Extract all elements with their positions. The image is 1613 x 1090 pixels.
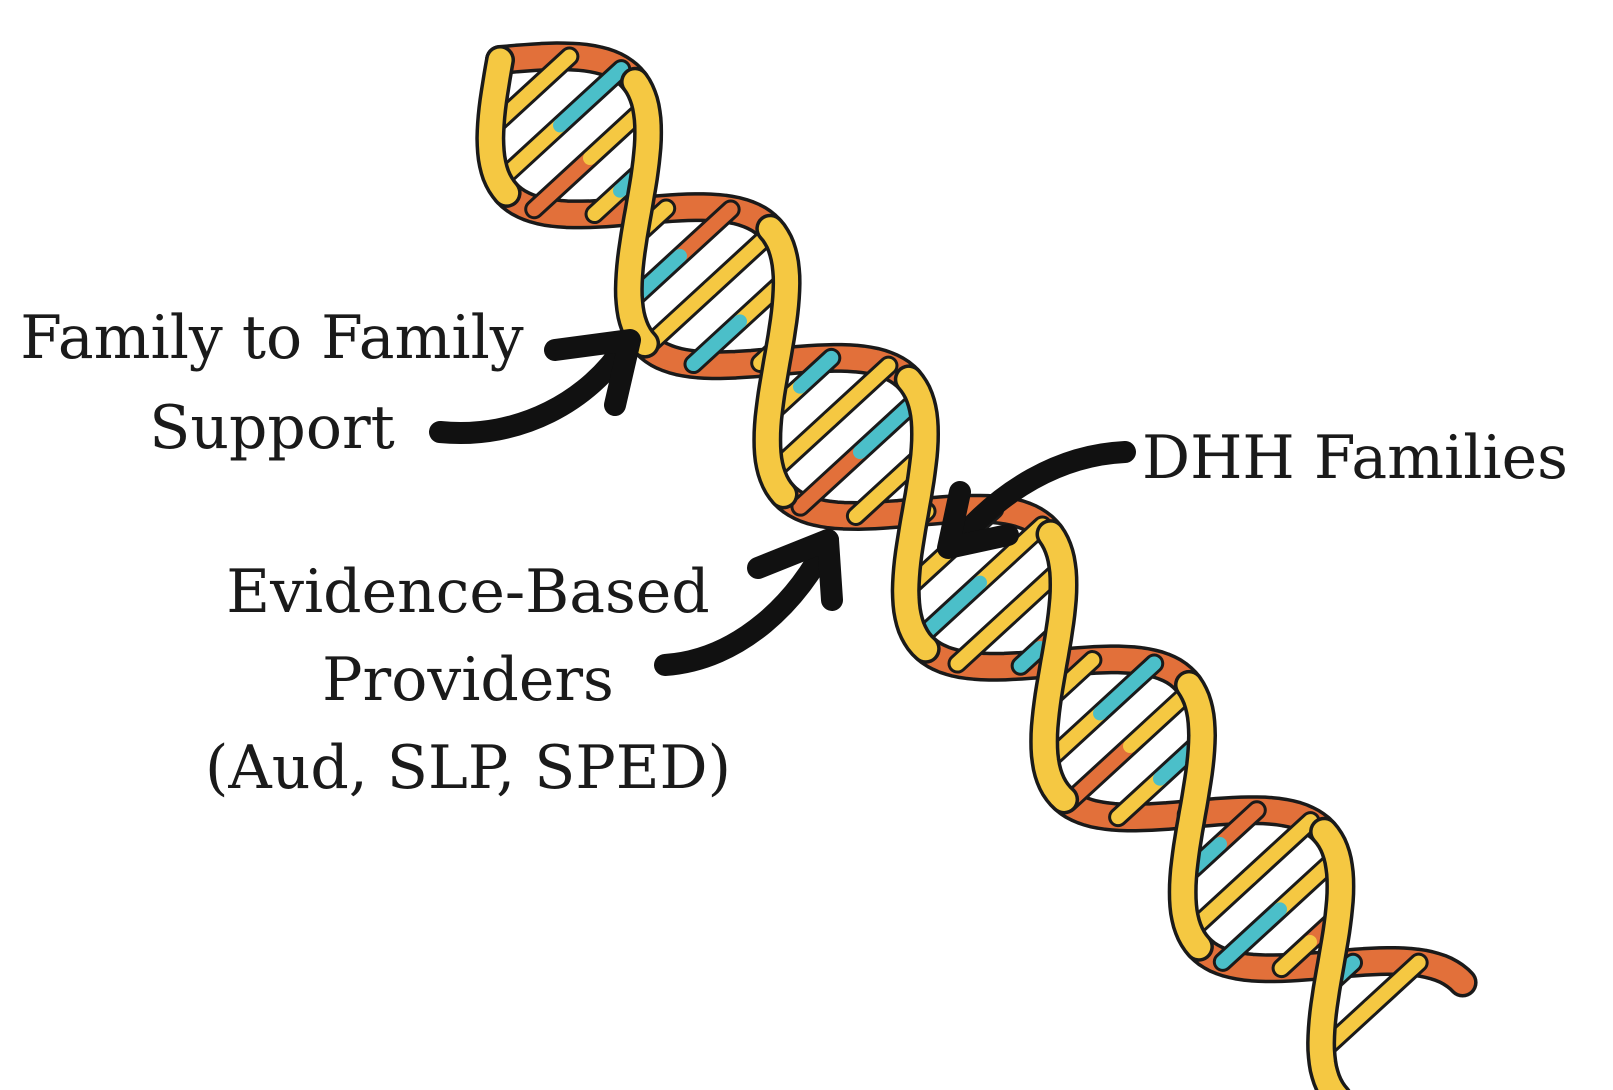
providers-line-2: Providers [322,645,614,715]
base-pair-half [793,445,867,514]
helix-strand [1032,522,1076,811]
arrow-families [937,441,1136,559]
helix-strand [1171,673,1214,959]
family-support-line-2: Support [149,393,395,463]
base-pair-half [950,608,1017,671]
dna-double-helix-icon [475,41,1478,1090]
base-pair-half [1363,955,1426,1015]
base-pair-half [973,518,1050,590]
base-pair-half [1111,771,1167,825]
family-support-line-1: Family to Family [20,303,524,373]
arrow-providers [654,529,843,676]
base-pair-half [1215,902,1287,969]
helix-strand [617,70,660,356]
base-pair-half [1274,935,1317,976]
arrow-head [747,529,843,611]
base-pair-half [673,202,738,263]
curved-arrow-icon [429,334,636,444]
base-pair-half [1093,656,1162,721]
base-pair-half [1061,739,1137,810]
dhh-families-label: DHH Families [1142,423,1568,493]
providers-line-1: Evidence-Based [226,557,710,627]
family-support-label: Family to Family Support [20,308,523,458]
base-pair-half [848,477,897,523]
base-pair-half [823,358,896,427]
helix-strand [478,48,519,205]
base-pair-half [523,49,577,100]
helix-strand [894,367,938,661]
base-pair-half [793,350,839,394]
helix-strand [1309,820,1352,1090]
arrows-layer [429,329,1136,676]
base-pair-half [527,151,597,217]
curved-arrow-icon [654,529,839,676]
base-pair-half [686,314,747,372]
base-pair-half [1213,803,1264,851]
base-pair-half [1063,653,1100,688]
arrow-head [937,481,1019,559]
arrow-family-support [429,329,641,444]
providers-label: Evidence-Based Providers (Aud, SLP, SPED… [205,562,731,798]
arrow-head [544,329,641,416]
curved-arrow-icon [944,441,1136,556]
base-pair-half [553,62,629,133]
base-pair-half [1013,641,1047,673]
base-pair-half [1243,814,1318,884]
helix-strand [755,217,799,506]
providers-line-3: (Aud, SLP, SPED) [204,733,732,803]
